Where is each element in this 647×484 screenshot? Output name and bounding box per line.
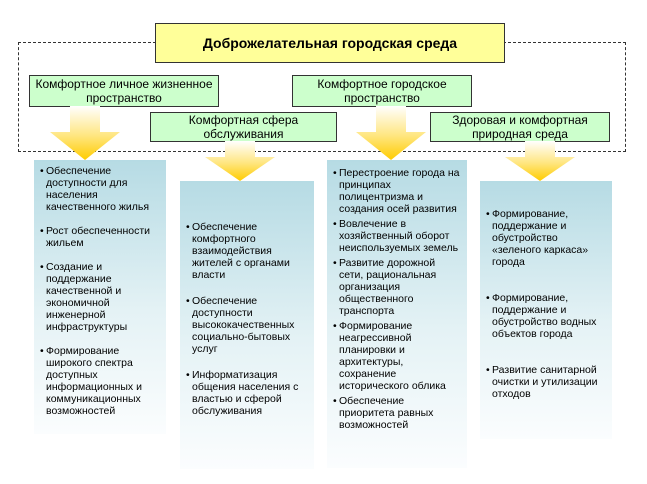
list-item: Формирование широкого спектра доступных …: [40, 345, 160, 417]
header-urban-space: Комфортное городское пространство: [292, 75, 472, 107]
header-service-sphere: Комфортная сфера обслуживания: [150, 112, 337, 142]
header-personal-space: Комфортное личное жизненное пространство: [29, 75, 219, 107]
panel-natural-environment: Формирование, поддержание и обустройство…: [480, 181, 612, 439]
list-item: Перестроение города на принципах полицен…: [333, 167, 461, 215]
down-arrow-icon: [356, 106, 426, 160]
panel-service-sphere: Обеспечение комфортного взаимодействия ж…: [180, 181, 314, 469]
list-item: Вовлечение в хозяйственный оборот неиспо…: [333, 218, 461, 254]
down-arrow-icon: [50, 106, 120, 160]
list-item: Развитие санитарной очистки и утилизации…: [486, 364, 606, 400]
down-arrow-icon: [205, 141, 275, 181]
down-arrow-icon: [505, 141, 575, 181]
header-natural-environment: Здоровая и комфортная природная среда: [430, 112, 610, 142]
panel-personal-space: Обеспечение доступности для населения ка…: [34, 160, 166, 434]
panel-urban-space: Перестроение города на принципах полицен…: [327, 160, 467, 468]
list-item: Обеспечение доступности высококачественн…: [186, 295, 308, 355]
list-item: Создание и поддержание качественной и эк…: [40, 261, 160, 333]
list-item: Обеспечение комфортного взаимодействия ж…: [186, 221, 308, 281]
list-item: Формирование неагрессивной планировки и …: [333, 320, 461, 392]
list-item: Информатизация общения населения с власт…: [186, 369, 308, 417]
list-item: Рост обеспеченности жильем: [40, 225, 160, 249]
list-item: Развитие дорожной сети, рациональная орг…: [333, 257, 461, 317]
list-item: Формирование, поддержание и обустройство…: [486, 292, 606, 340]
list-item: Обеспечение приоритета равных возможност…: [333, 395, 461, 431]
diagram-title: Доброжелательная городская среда: [155, 23, 505, 63]
list-item: Формирование, поддержание и обустройство…: [486, 208, 606, 268]
list-item: Обеспечение доступности для населения ка…: [40, 165, 160, 213]
